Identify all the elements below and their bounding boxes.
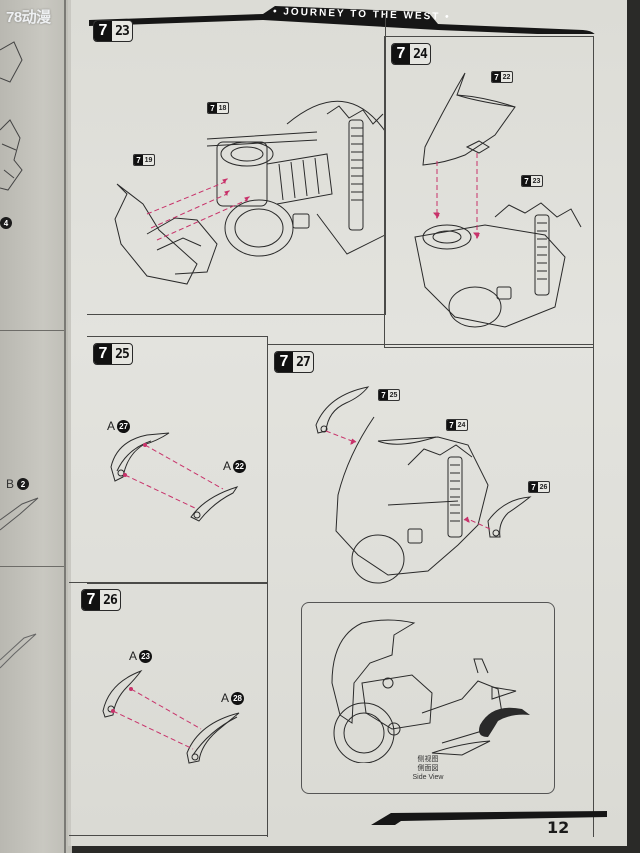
full-front-assembly-illustration (315, 386, 532, 584)
step-7-26-panel: 7 26 A 23 A 28 (69, 582, 268, 836)
left-facing-page: 78动漫 4 B 2 (0, 0, 72, 853)
part-label-a28: A 28 (221, 691, 245, 705)
part-label-a22: A 22 (223, 459, 247, 473)
step-7-23-panel: 7 23 7 18 7 19 (87, 14, 386, 315)
fin-parts-illustration (110, 432, 239, 522)
left-page-illustration-mid (0, 497, 39, 531)
side-view-illustration (331, 619, 530, 763)
book-spine (64, 0, 66, 853)
step-number-badge: 7 26 (81, 589, 121, 611)
reference-tag-7-26: 7 26 (528, 481, 550, 493)
reference-tag-7-23: 7 23 (521, 175, 543, 187)
left-page-illustration-top (0, 41, 23, 191)
windscreen-assembly-illustration (414, 72, 582, 328)
caption-japanese: 側面図 (417, 765, 439, 772)
reference-tag-7-19: 7 19 (133, 154, 155, 166)
header-band: • JOURNEY TO THE WEST • (83, 4, 601, 34)
caption-chinese: 侧视图 (417, 756, 439, 763)
reference-tag-7-24: 7 24 (446, 419, 468, 431)
reference-tag-7-25: 7 25 (378, 389, 400, 401)
side-view-box: 侧视图 側面図 Side View (301, 602, 555, 794)
step-number-badge: 7 25 (93, 343, 133, 365)
left-page-illustration-bottom (0, 633, 37, 669)
fin-parts-illustration (102, 669, 240, 764)
step-number-badge: 7 23 (93, 20, 133, 42)
watermark: 78动漫 (6, 9, 51, 26)
instruction-page: • JOURNEY TO THE WEST • 7 23 7 18 7 19 (68, 0, 627, 846)
part-label-a23: A 23 (129, 649, 153, 663)
part-label-a27: A 27 (107, 419, 131, 433)
footer-band (371, 811, 607, 825)
step-number-badge: 7 27 (274, 351, 314, 373)
step-number-badge: 7 24 (391, 43, 431, 65)
header-band-shape (89, 6, 595, 34)
page-number: 12 (547, 818, 570, 837)
left-part-label-4: 4 (0, 217, 12, 229)
step-7-25-panel: 7 25 A 27 A 22 (87, 336, 268, 584)
step-7-24-panel: 7 24 7 22 7 23 (384, 36, 594, 348)
left-page-divider (0, 330, 66, 331)
reference-tag-7-22: 7 22 (491, 71, 513, 83)
side-view-caption: 侧视图 側面図 Side View (302, 755, 554, 782)
left-part-label-b2: B 2 (6, 477, 30, 491)
left-page-divider (0, 566, 66, 567)
caption-english: Side View (412, 774, 444, 781)
motorcycle-front-cowl-illustration (114, 100, 385, 285)
reference-tag-7-18: 7 18 (207, 102, 229, 114)
